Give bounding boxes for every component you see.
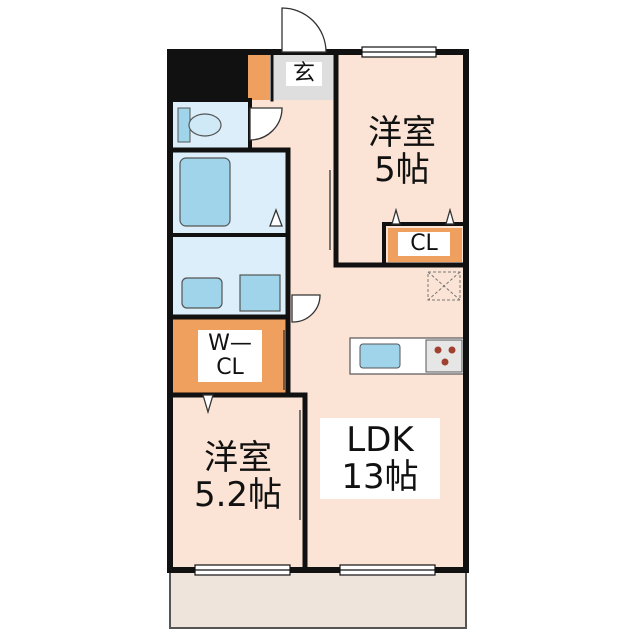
toilet-tank [177, 107, 191, 143]
walkin-closet-line1: W— [208, 331, 252, 356]
walls [167, 49, 469, 573]
shoe-closet [248, 54, 270, 100]
closet-text: CL [410, 231, 438, 256]
washbasin-icon [181, 277, 223, 309]
ldk-size: 13帖 [341, 456, 419, 497]
bathtub-icon [179, 157, 231, 227]
storage-black [170, 52, 248, 100]
doors [202, 7, 455, 520]
stove-icon [425, 339, 463, 373]
bedroom1-label: 洋室 5帖 [350, 115, 454, 188]
bedroom2-label: 洋室 5.2帖 [178, 440, 298, 513]
range-hood-icon [427, 271, 461, 301]
burner-icon [448, 346, 456, 354]
burner-icon [434, 346, 442, 354]
entrance-label: 玄 [286, 62, 322, 86]
ldk-label: LDK 13帖 [320, 418, 440, 500]
balcony [169, 569, 467, 629]
ldk-floor [290, 265, 466, 570]
bedroom2-floor [170, 395, 305, 570]
closet-label: CL [398, 232, 450, 256]
bedroom1-name: 洋室 [368, 113, 436, 153]
burner-icon [441, 358, 449, 366]
walkin-closet-label: W— CL [198, 330, 262, 382]
bedroom2-size: 5.2帖 [193, 474, 283, 515]
ldk-name: LDK [346, 420, 414, 460]
range-hood-cross [427, 271, 461, 301]
bedroom2-name: 洋室 [204, 438, 272, 478]
toilet-bowl-icon [188, 113, 222, 137]
windows [194, 46, 437, 576]
bedroom1-size: 5帖 [374, 149, 430, 190]
walkin-closet-line2: CL [216, 354, 244, 380]
entrance-text: 玄 [292, 61, 315, 86]
kitchen-sink-icon [359, 343, 401, 369]
washing-machine-icon [239, 274, 281, 312]
